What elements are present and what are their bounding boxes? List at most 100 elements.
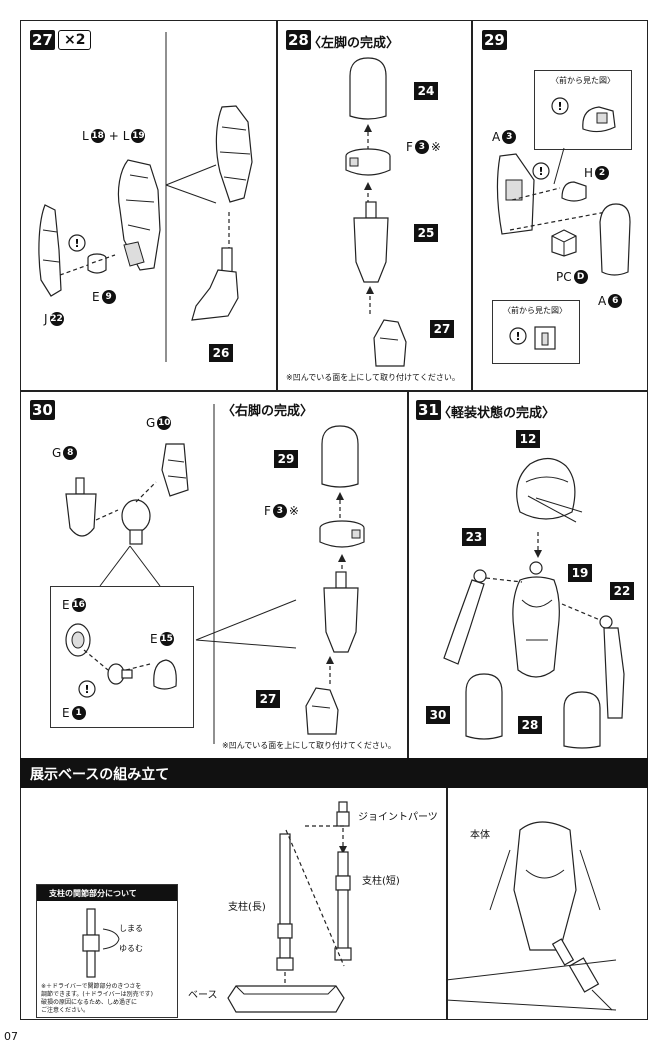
col-divider-4 — [446, 788, 448, 1020]
runner-letter: PC — [556, 270, 572, 284]
step-number: 31 — [416, 400, 441, 420]
part-number: 8 — [63, 446, 78, 460]
part-number: 18 — [90, 129, 105, 143]
part-number: 3 — [414, 140, 429, 154]
knee-armor-part — [321, 425, 359, 488]
runner-letter: E — [62, 598, 70, 612]
callout-pointer — [553, 147, 565, 185]
knee-joint-part — [121, 499, 151, 545]
row-divider-1 — [20, 390, 648, 392]
runner-letter: A — [598, 294, 607, 308]
callout-note: ご注意ください。 — [41, 1007, 90, 1014]
part-number: D — [573, 270, 588, 284]
part-tag: 22 — [610, 582, 634, 600]
body-on-stand-illustration — [489, 821, 613, 1011]
step27-divider-line — [165, 32, 167, 362]
short-pillar-label: 支柱(短) — [362, 876, 400, 887]
part-tag: 27 — [430, 320, 454, 338]
svg-text:!: ! — [515, 330, 520, 343]
tighten-label: しまる — [119, 924, 143, 933]
zoom-lines — [165, 164, 217, 204]
callout-title: 〈前から見た図〉 — [551, 76, 615, 85]
upper-arm-part-illustration — [117, 159, 161, 271]
part-label-f3: F 3 ※ — [406, 140, 441, 154]
assembly-dashed-line — [485, 577, 523, 583]
caution-icon: ! — [78, 680, 96, 698]
assembly-dashed-line — [95, 481, 157, 521]
runner-letter: L — [122, 129, 130, 143]
part-number: 22 — [49, 312, 64, 326]
assembly-dashed-line — [561, 603, 601, 621]
caution-icon: ! — [532, 162, 550, 180]
zoom-lines — [195, 599, 297, 649]
caution-icon: ! — [68, 234, 86, 252]
loosen-label: ゆるむ — [119, 944, 143, 953]
body-label: 本体 — [470, 830, 490, 841]
hand-part-illustration — [191, 247, 239, 321]
assembly-dashed-line — [285, 825, 345, 967]
assembly-arrow — [326, 656, 334, 684]
ring-part — [345, 148, 391, 176]
long-pillar-illustration — [276, 833, 294, 971]
callout-note: 調節できます。(＋ドライバーは別売です) — [41, 991, 153, 998]
assembly-note: ※凹んでいる面を上にして取り付けてください。 — [222, 741, 396, 750]
assembly-dashed-line — [509, 211, 607, 231]
section-banner: 展示ベースの組み立て — [20, 758, 648, 788]
callout-title: 〈前から見た図〉 — [503, 306, 567, 315]
part-tag: 23 — [462, 528, 486, 546]
part-label-a6: A 6 — [598, 294, 623, 308]
head-part-illustration — [516, 457, 583, 523]
col-divider-2 — [471, 20, 473, 390]
hip-plate-part — [496, 153, 535, 235]
right-leg-part-illustration — [563, 691, 601, 749]
runner-letter: J — [44, 312, 48, 326]
pc-joint-front-view — [534, 326, 556, 350]
right-arm-part-illustration — [599, 615, 625, 719]
part-label-h2: H 2 — [584, 166, 610, 180]
knee-pin-part — [107, 663, 133, 685]
part-number: 15 — [159, 632, 174, 646]
part-number: 2 — [595, 166, 610, 180]
part-number: 3 — [502, 130, 517, 144]
knee-cap-part — [65, 477, 97, 537]
page-frame — [20, 20, 648, 1020]
knee-cover-part — [153, 659, 177, 690]
part-tag: 24 — [414, 82, 438, 100]
svg-text:!: ! — [557, 100, 562, 113]
base-plate-illustration — [227, 985, 345, 1013]
foot-part — [373, 319, 407, 367]
callout-title: 支柱の関節部分について — [49, 889, 137, 898]
section-title: 〈右脚の完成〉 — [222, 404, 314, 419]
part-number: 9 — [101, 290, 116, 304]
part-tag: 19 — [568, 564, 592, 582]
front-view-callout-2: 〈前から見た図〉 ! — [492, 300, 580, 364]
rotation-arrows — [102, 928, 120, 950]
step-number: 28 — [286, 30, 311, 50]
assembly-arrow — [366, 286, 374, 314]
part-label-g8: G 8 — [52, 446, 78, 460]
caution-icon: ! — [509, 327, 527, 345]
torso-part-illustration — [512, 561, 560, 678]
ring-part — [319, 520, 365, 548]
multiplier-badge: ×2 — [58, 30, 92, 50]
pillar-joint-illustration — [82, 908, 100, 978]
pillar-joint-callout: 支柱の関節部分について しまる ゆるむ ※＋ドライバーで関節部分のきつさを 調節… — [36, 884, 178, 1018]
part-tag: 27 — [256, 690, 280, 708]
runner-letter: H — [584, 166, 594, 180]
col-divider-3 — [407, 390, 409, 758]
right-leg-divider — [213, 404, 215, 744]
detail-pointer — [99, 545, 161, 587]
runner-letter: A — [492, 130, 501, 144]
callout-header — [37, 885, 177, 901]
part-label-e1: E 1 — [62, 706, 86, 720]
part-number: 10 — [157, 416, 172, 430]
part-number: 19 — [131, 129, 146, 143]
svg-text:!: ! — [538, 165, 543, 178]
part-label-l18-l19: L 18 + L 19 — [82, 129, 146, 143]
thigh-armor-part — [599, 203, 631, 276]
left-arm-part-illustration — [443, 569, 487, 665]
assembly-note: ※凹んでいる面を上にして取り付けてください。 — [286, 373, 460, 382]
hip-part-front-view — [582, 106, 616, 133]
callout-note: 破損の原因になるため、しめ過ぎに — [41, 999, 138, 1006]
col-divider-1 — [276, 20, 278, 390]
